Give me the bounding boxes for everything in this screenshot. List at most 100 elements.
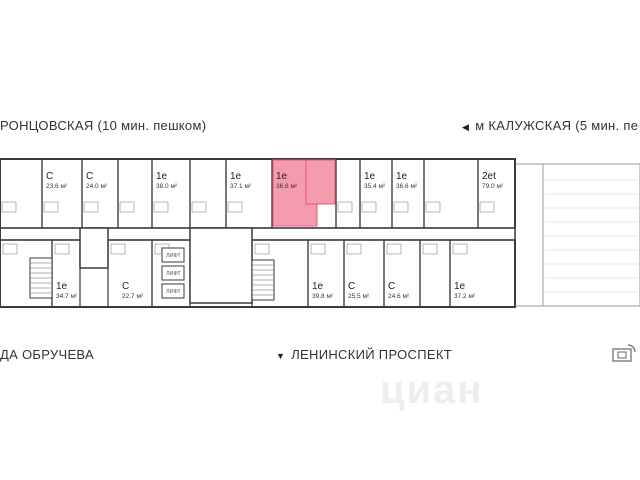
bathroom-fixture <box>422 243 438 255</box>
bathroom-fixture <box>227 201 243 213</box>
watermark-logo: циан <box>380 368 484 412</box>
bathroom-fixture <box>386 243 402 255</box>
unit-area-label: 25.5 м² <box>348 293 370 300</box>
bathroom-fixture <box>54 243 70 255</box>
compass-icon <box>612 344 636 362</box>
top-cell-12 <box>477 158 516 229</box>
unit-area-label: 34.7 м² <box>56 293 78 300</box>
unit-area-label: 23.6 м² <box>46 183 68 190</box>
lobby <box>189 227 253 304</box>
lift-1 <box>161 247 185 263</box>
bottom-cell-8 <box>419 239 451 308</box>
stairs-right <box>251 259 275 301</box>
top-cell-8 <box>335 158 361 229</box>
bathroom-fixture <box>1 201 17 213</box>
unit-area-label: 35.4 м² <box>364 183 386 190</box>
unit-type-label: 1e <box>276 171 288 182</box>
bathroom-fixture <box>110 243 126 255</box>
unit-type-label: 1e <box>156 171 168 182</box>
bathroom-fixture <box>153 201 169 213</box>
bathroom-fixture <box>346 243 362 255</box>
bathroom-fixture <box>361 201 377 213</box>
stair-hall <box>79 227 109 269</box>
unit-area-label: 24.6 м² <box>388 293 410 300</box>
unit-type-label: C <box>46 171 53 182</box>
bathroom-fixture <box>452 243 468 255</box>
unit-type-label: C <box>86 171 93 182</box>
metro-label-kaluzhskaya: ◀м КАЛУЖСКАЯ (5 мин. пе <box>462 118 639 133</box>
unit-type-label: 1e <box>312 281 324 292</box>
stairs-left <box>29 257 53 299</box>
lift-2 <box>161 265 185 281</box>
unit-area-label: 37.2 м² <box>454 293 476 300</box>
lift-label-2: ЛИФТ <box>166 271 181 277</box>
top-cell-3 <box>117 158 153 229</box>
bathroom-fixture <box>43 201 59 213</box>
unit-type-label: 1e <box>396 171 408 182</box>
bathroom-fixture <box>119 201 135 213</box>
lift-label-3: ЛИФТ <box>166 289 181 295</box>
unit-type-label: C <box>388 281 395 292</box>
unit-area-label: 24.0 м² <box>86 183 108 190</box>
bathroom-fixture <box>479 201 495 213</box>
annex-lines <box>545 179 638 293</box>
bathroom-fixture <box>254 243 270 255</box>
bathroom-fixture <box>393 201 409 213</box>
street-label-obrucheva: ДА ОБРУЧЕВА <box>0 347 94 362</box>
unit-area-label: 79.0 м² <box>482 183 504 190</box>
top-cell-2 <box>81 158 119 229</box>
unit-area-label: 38.0 м² <box>156 183 178 190</box>
selected-unit-highlight-ext[interactable] <box>305 159 336 205</box>
unit-area-label: 37.1 м² <box>230 183 252 190</box>
unit-type-label: 2et <box>482 171 496 182</box>
annex-strip <box>514 163 544 307</box>
bathroom-fixture <box>337 201 353 213</box>
top-cell-10 <box>391 158 425 229</box>
top-cell-1 <box>41 158 83 229</box>
core: ЛИФТ ЛИФТ ЛИФТ <box>29 227 275 304</box>
top-cell-9 <box>359 158 393 229</box>
unit-type-label: 1e <box>364 171 376 182</box>
top-unit-0[interactable]: C23.6 м² <box>46 171 68 190</box>
bathroom-fixture <box>83 201 99 213</box>
bathroom-fixture <box>425 201 441 213</box>
unit-type-label: C <box>348 281 355 292</box>
triangle-left-icon: ◀ <box>462 122 470 132</box>
bathroom-fixture <box>2 243 18 255</box>
metro-label-vorontsovskaya: РОНЦОВСКАЯ (10 мин. пешком) <box>0 118 207 133</box>
triangle-down-icon: ▼ <box>276 351 286 361</box>
top-cell-0 <box>0 158 43 229</box>
top-unit-1[interactable]: C24.0 м² <box>86 171 108 190</box>
unit-area-label: 39.8 м² <box>312 293 334 300</box>
unit-area-label: 36.8 м² <box>276 183 298 190</box>
bottom-unit-3[interactable]: C25.5 м² <box>348 281 370 300</box>
top-cell-6 <box>225 158 273 229</box>
unit-area-label: 22.7 м² <box>122 293 144 300</box>
top-cell-4 <box>151 158 191 229</box>
top-cell-5 <box>189 158 227 229</box>
annex-terrace <box>542 163 640 307</box>
bottom-cell-9 <box>449 239 516 308</box>
unit-type-label: 1e <box>454 281 466 292</box>
street-label-leninsky: ▼ЛЕНИНСКИЙ ПРОСПЕКТ <box>276 347 452 362</box>
unit-area-label: 36.6 м² <box>396 183 418 190</box>
bottom-unit-4[interactable]: C24.6 м² <box>388 281 410 300</box>
unit-type-label: 1e <box>230 171 242 182</box>
top-cell-11 <box>423 158 479 229</box>
bathroom-fixture <box>310 243 326 255</box>
lift-3 <box>161 283 185 299</box>
bottom-unit-1[interactable]: C22.7 м² <box>122 281 144 300</box>
unit-type-label: C <box>122 281 129 292</box>
unit-type-label: 1e <box>56 281 68 292</box>
